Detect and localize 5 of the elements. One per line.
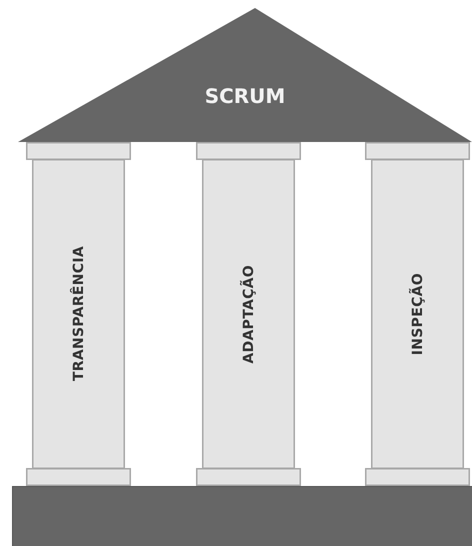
base-slab [12, 486, 472, 546]
column-label: TRANSPARÊNCIA [70, 246, 86, 382]
column-label: INSPEÇÃO [410, 272, 426, 356]
roof-title: SCRUM [204, 84, 286, 108]
column-label: ADAPTAÇÃO [240, 264, 256, 364]
